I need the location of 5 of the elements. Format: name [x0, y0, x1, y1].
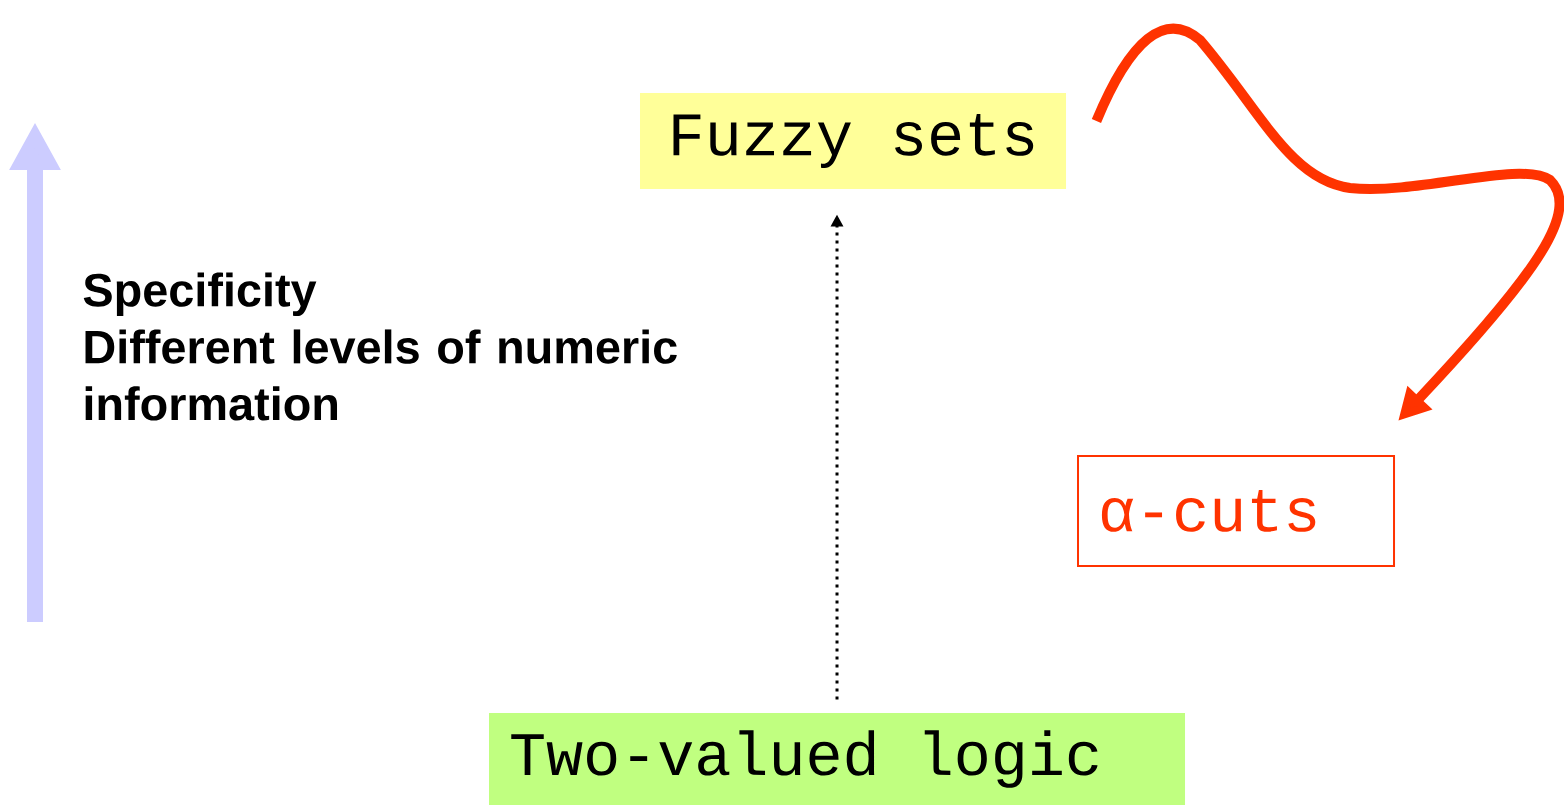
- label-text: Different levels of numeric information: [85, 329, 677, 421]
- text-box: α-cuts: [1077, 455, 1395, 567]
- label-text: Specificity: [83, 272, 317, 317]
- text-box: Fuzzy sets: [640, 93, 1066, 189]
- text-box: Two-valued logic: [489, 713, 1185, 805]
